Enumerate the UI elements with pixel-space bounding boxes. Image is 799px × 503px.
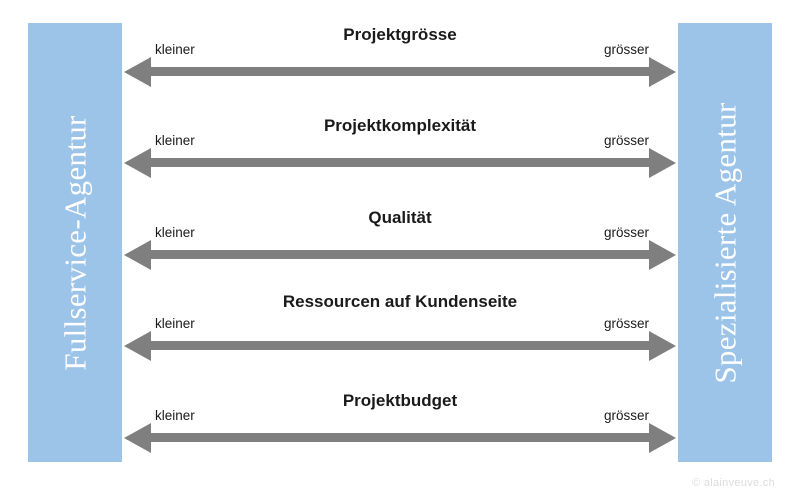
row-title: Projektgrösse <box>343 25 457 44</box>
row-title: Projektbudget <box>342 391 458 410</box>
row-max-label: grösser <box>603 316 649 331</box>
arrow-shaft <box>150 250 650 259</box>
left-axis-bar: Fullservice-Agentur <box>28 23 122 462</box>
arrow-head-right-icon <box>649 240 676 270</box>
row-min-label: kleiner <box>155 133 195 148</box>
row-title: Projektkomplexität <box>323 116 477 135</box>
row-title: Ressourcen auf Kundenseite <box>282 292 518 311</box>
row-min-label: kleiner <box>155 316 195 331</box>
row-title: Qualität <box>368 208 432 227</box>
row-min-label: kleiner <box>155 408 195 423</box>
left-axis-label: Fullservice-Agentur <box>57 114 93 371</box>
arrow-head-left-icon <box>124 57 151 87</box>
double-arrow-icon <box>124 57 676 87</box>
arrow-shaft <box>150 158 650 167</box>
right-axis-bar: Spezialisierte Agentur <box>678 23 772 462</box>
row-min-label: kleiner <box>155 225 195 240</box>
right-axis-label: Spezialisierte Agentur <box>707 101 743 384</box>
arrow-shaft <box>150 341 650 350</box>
arrow-shaft <box>150 433 650 442</box>
arrow-head-right-icon <box>649 423 676 453</box>
row-max-label: grösser <box>603 225 649 240</box>
arrow-head-left-icon <box>124 331 151 361</box>
arrow-head-left-icon <box>124 148 151 178</box>
arrow-head-left-icon <box>124 240 151 270</box>
row-max-label: grösser <box>603 408 649 423</box>
watermark-credit: © alainveuve.ch <box>692 477 775 489</box>
arrow-head-right-icon <box>649 331 676 361</box>
row-max-label: grösser <box>603 42 649 57</box>
row-min-label: kleiner <box>155 42 195 57</box>
double-arrow-icon <box>124 331 676 361</box>
arrow-head-right-icon <box>649 57 676 87</box>
double-arrow-icon <box>124 148 676 178</box>
arrow-head-right-icon <box>649 148 676 178</box>
arrow-shaft <box>150 67 650 76</box>
double-arrow-icon <box>124 240 676 270</box>
arrow-head-left-icon <box>124 423 151 453</box>
double-arrow-icon <box>124 423 676 453</box>
row-max-label: grösser <box>603 133 649 148</box>
